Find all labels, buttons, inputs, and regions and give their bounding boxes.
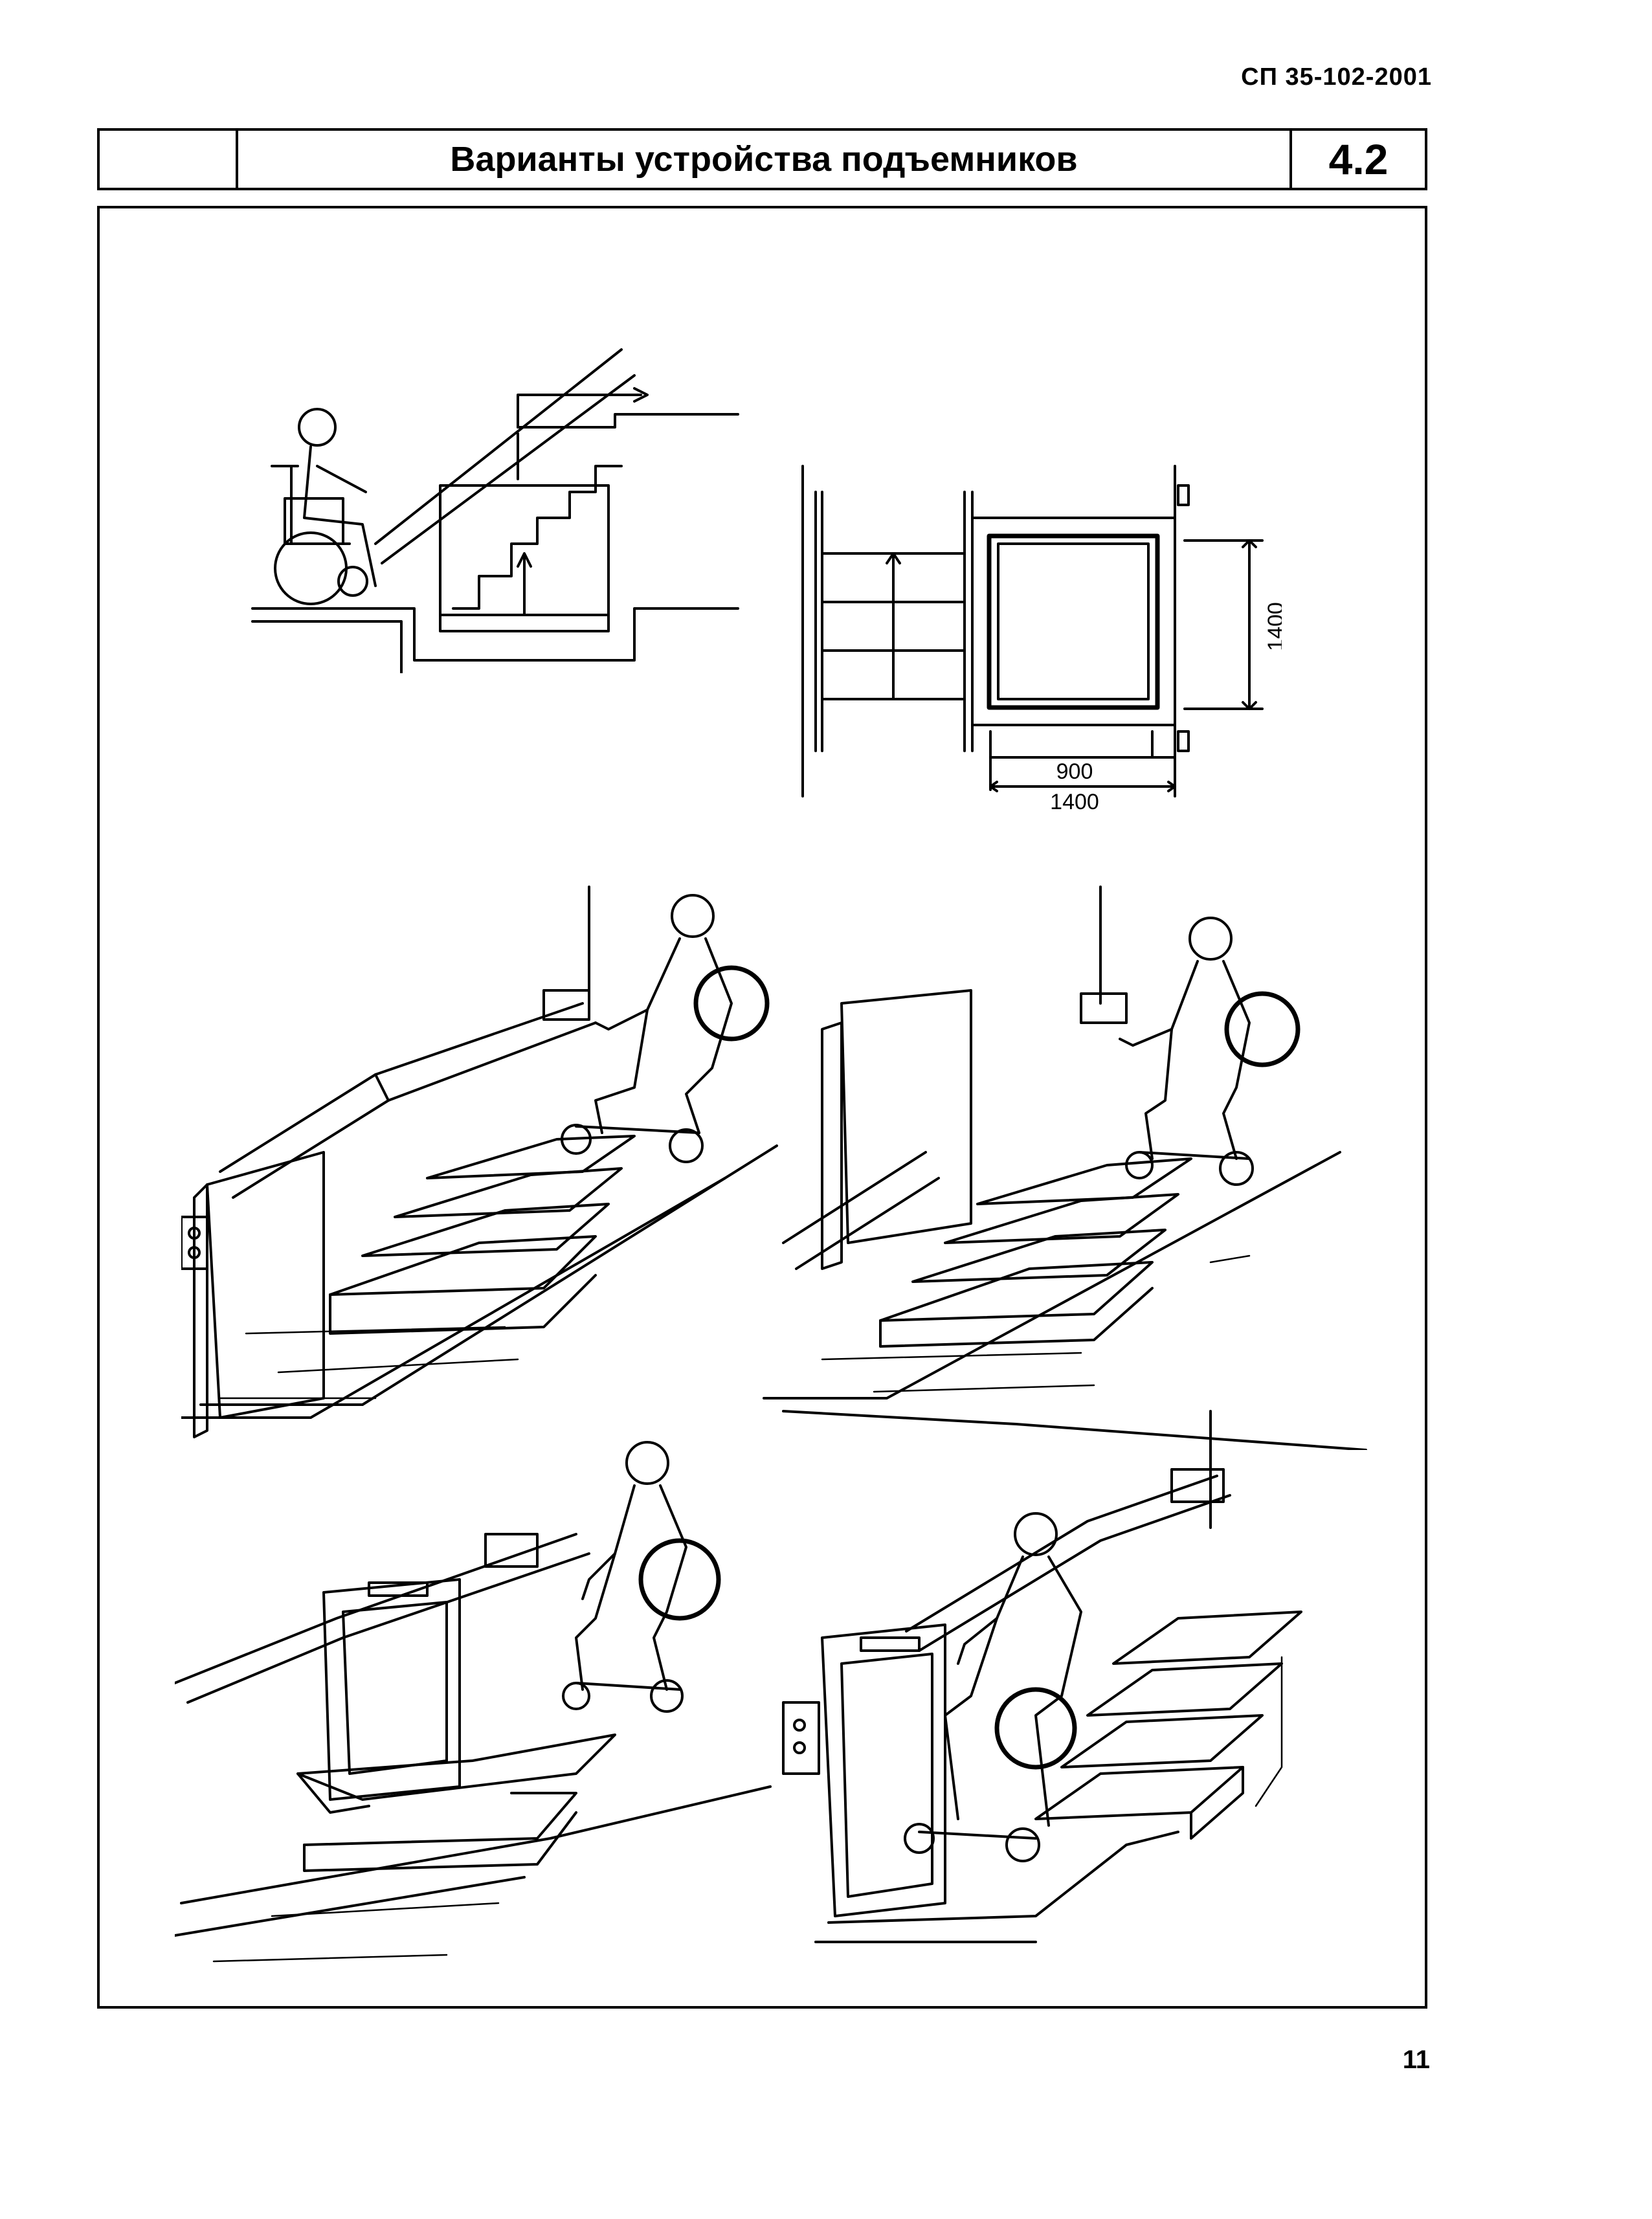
lift-plan-drawing: 1400 900 1400 [796, 453, 1282, 816]
inclined-lift-illustration-2 [757, 880, 1372, 1450]
dimension-depth: 1400 [1264, 602, 1282, 651]
dimension-width-inner: 900 [1056, 759, 1093, 784]
lift-section-drawing [246, 337, 751, 673]
page-number: 11 [1402, 2046, 1430, 2074]
section-number: 4.2 [1328, 135, 1389, 183]
inclined-lift-illustration-1 [181, 880, 783, 1444]
dimension-width-outer: 1400 [1050, 790, 1099, 814]
document-code: СП 35-102-2001 [1241, 63, 1432, 91]
page-title: Варианты устройства подъемников [238, 131, 1292, 188]
inclined-lift-illustration-4 [764, 1405, 1385, 2000]
title-block: Варианты устройства подъемников 4.2 [97, 128, 1427, 190]
title-block-empty-cell [100, 131, 238, 188]
drawing-frame [97, 206, 1427, 2009]
inclined-lift-illustration-3 [175, 1424, 777, 1994]
